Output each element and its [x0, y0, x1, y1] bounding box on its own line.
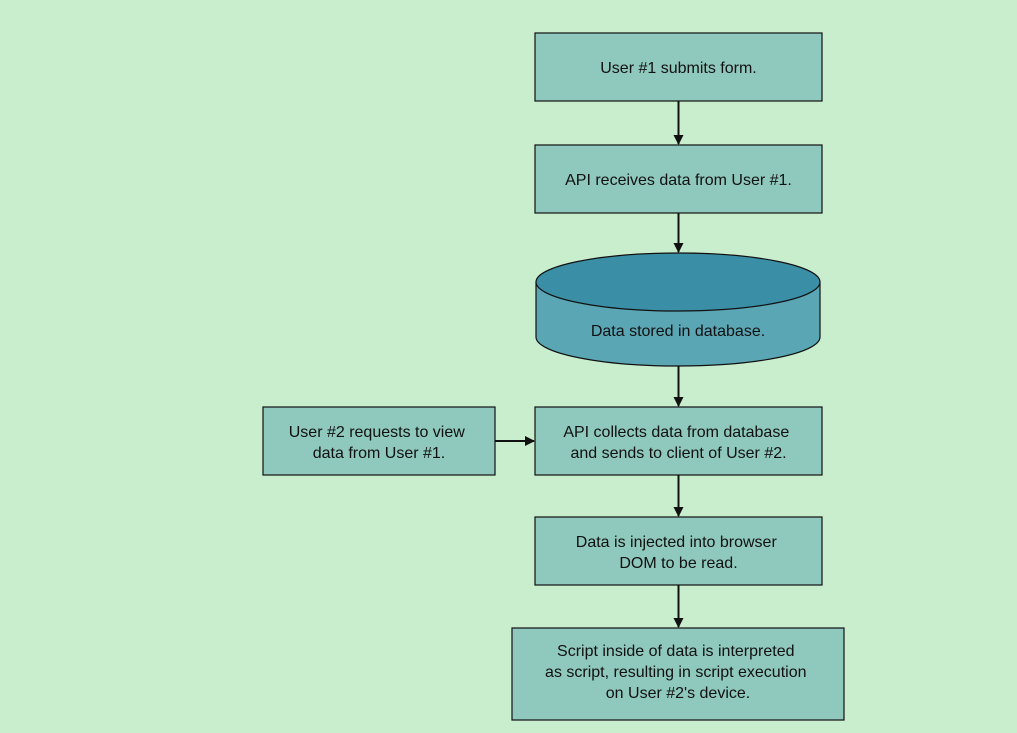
svg-text:User #2 requests to view: User #2 requests to view data from User …	[289, 424, 470, 462]
svg-text:Script inside of data is inter: Script inside of data is interpreted as …	[545, 643, 811, 702]
svg-text:Data stored in database.: Data stored in database.	[591, 323, 765, 340]
svg-text:API receives data from User #1: API receives data from User #1.	[565, 172, 792, 189]
node-label: User #2 requests to view	[289, 424, 466, 441]
svg-text:User #1 submits form.: User #1 submits form.	[600, 60, 756, 77]
node-label: data from User #1.	[313, 445, 446, 462]
node-label: Data is injected into browser	[576, 534, 778, 551]
node-label: API receives data from User #1.	[565, 172, 792, 189]
svg-text:API collects data from databas: API collects data from database and send…	[563, 424, 793, 462]
node-label: DOM to be read.	[619, 555, 737, 572]
svg-text:Data is injected into browser: Data is injected into browser DOM to be …	[576, 534, 781, 572]
node-label: Data stored in database.	[591, 323, 765, 340]
node-label: User #1 submits form.	[600, 60, 756, 77]
node-user1-submits: User #1 submits form.	[534, 32, 823, 102]
node-label: on User #2's device.	[606, 685, 750, 702]
node-script-execution: Script inside of data is interpreted as …	[511, 627, 845, 721]
node-api-receives: API receives data from User #1.	[534, 144, 823, 214]
node-label: as script, resulting in script execution	[545, 664, 806, 681]
node-label: and sends to client of User #2.	[570, 445, 786, 462]
node-label: API collects data from database	[563, 424, 789, 441]
node-api-collects: API collects data from database and send…	[534, 406, 823, 476]
node-user2-requests: User #2 requests to view data from User …	[262, 406, 496, 476]
node-database: Data stored in database.	[535, 252, 821, 367]
node-data-injected: Data is injected into browser DOM to be …	[534, 516, 823, 586]
node-label: Script inside of data is interpreted	[557, 643, 794, 660]
